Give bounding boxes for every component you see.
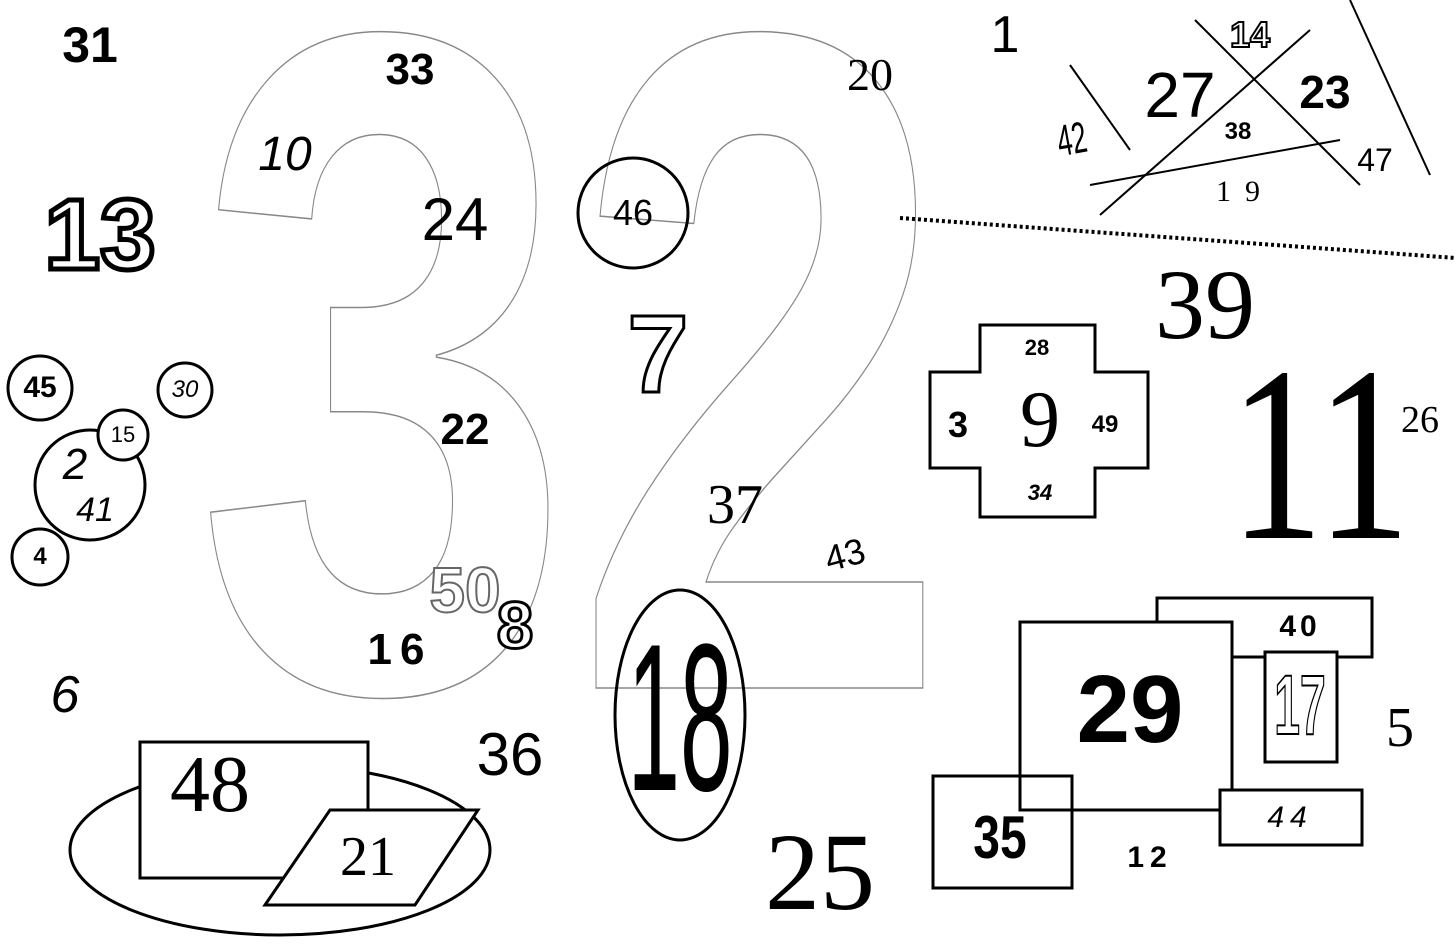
number-5: 5 (1386, 697, 1414, 759)
number-1: 1 (990, 6, 1020, 64)
rect-17 (1263, 650, 1339, 764)
number-3: 3 (947, 404, 969, 445)
number-39: 39 (1155, 249, 1255, 360)
number-46: 46 (612, 192, 654, 233)
circle-15 (96, 408, 150, 462)
number-45: 45 (23, 371, 57, 404)
number-22: 22 (440, 405, 490, 454)
line (1349, 0, 1431, 176)
circle-46 (576, 156, 690, 270)
number-33: 33 (385, 45, 435, 94)
number-49: 49 (1091, 411, 1119, 438)
line (1194, 19, 1361, 186)
cross-shape (928, 323, 1150, 519)
number-41: 41 (76, 491, 114, 529)
number-8: 8 (495, 588, 535, 662)
circle-2-41 (33, 428, 147, 542)
number-4: 4 (33, 543, 47, 570)
number-28: 28 (1024, 335, 1050, 360)
number-47: 47 (1357, 142, 1393, 178)
number-17: 17 (1274, 658, 1326, 752)
number-40: 40 (1279, 610, 1321, 643)
circle-4 (10, 527, 70, 587)
number-15: 15 (110, 422, 136, 447)
number-38: 38 (1224, 118, 1252, 145)
parallelogram-21 (262, 808, 481, 907)
number-34: 34 (1027, 480, 1053, 505)
line (1089, 139, 1341, 186)
number-11: 11 (1229, 316, 1411, 593)
number-23: 23 (1299, 66, 1351, 118)
number-37: 37 (707, 474, 763, 536)
number-19: 19 (1216, 175, 1274, 208)
line (1069, 64, 1131, 151)
number-26: 26 (1401, 399, 1439, 441)
line (1099, 29, 1311, 216)
number-16: 16 (367, 625, 433, 674)
number-30: 30 (171, 376, 199, 403)
ellipse-18 (613, 588, 747, 842)
number-50: 50 (428, 554, 501, 626)
number-29: 29 (1076, 656, 1184, 763)
number-6: 6 (50, 666, 80, 724)
rect-35 (931, 774, 1074, 890)
number-10: 10 (258, 128, 312, 181)
number-13: 13 (42, 179, 158, 291)
number-2: 2 (62, 440, 88, 489)
number-25: 25 (765, 811, 875, 933)
number-14: 14 (1229, 14, 1271, 55)
circle-30 (156, 361, 214, 419)
number-48: 48 (170, 741, 250, 829)
number-20: 20 (847, 49, 893, 100)
number-21: 21 (340, 826, 396, 888)
number-12: 12 (1127, 841, 1173, 874)
number-24: 24 (421, 186, 489, 253)
number-44: 44 (1267, 801, 1313, 834)
rect-44 (1218, 788, 1364, 847)
circle-45 (6, 354, 74, 422)
number-7: 7 (626, 293, 690, 416)
number-31: 31 (62, 17, 118, 73)
number-9: 9 (1020, 376, 1060, 464)
dotted-line (899, 216, 1456, 260)
number-36: 36 (476, 721, 544, 788)
rect-29 (1018, 620, 1234, 812)
number-18: 18 (627, 600, 733, 835)
number-35: 35 (973, 804, 1027, 871)
number-27: 27 (1144, 59, 1216, 131)
